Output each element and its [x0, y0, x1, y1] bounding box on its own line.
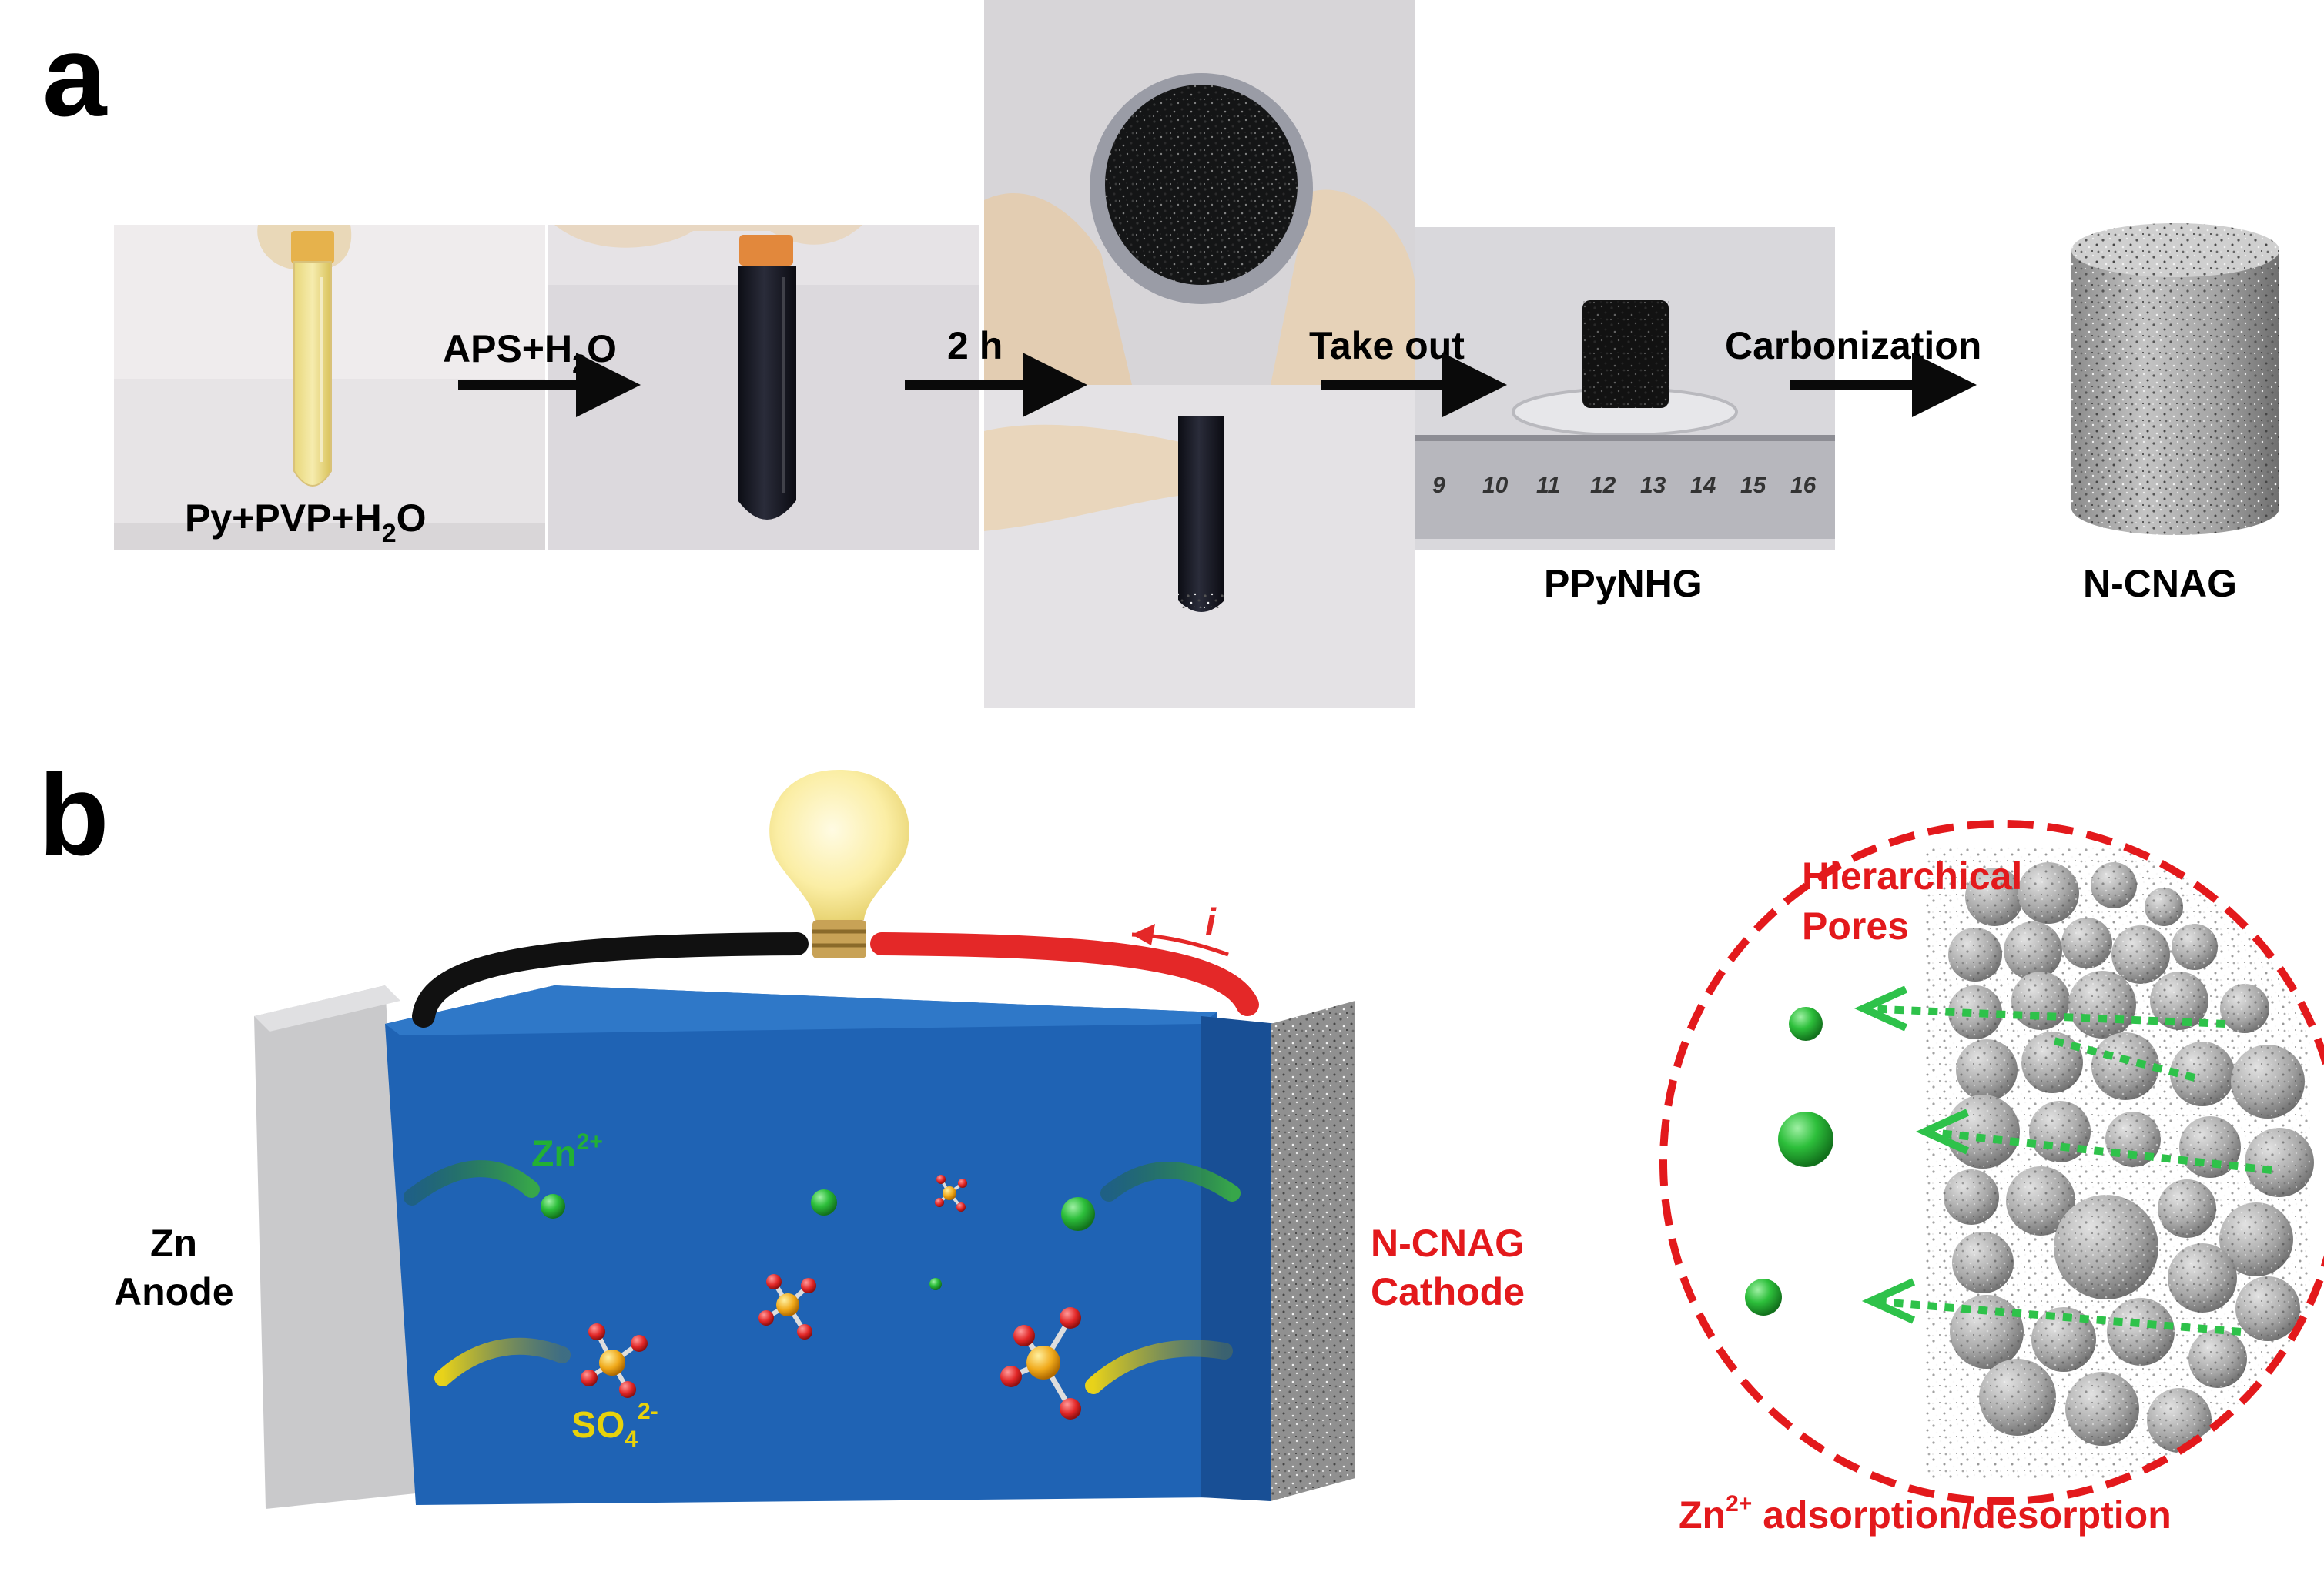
light-bulb	[769, 770, 909, 958]
photo-container-top	[984, 0, 1415, 385]
svg-text:9: 9	[1432, 473, 1445, 498]
n-cnag-cathode-plate	[1271, 1001, 1355, 1501]
sulfate-molecule	[1000, 1307, 1081, 1420]
svg-text:10: 10	[1482, 473, 1509, 498]
sulfate-molecule	[758, 1274, 816, 1340]
sulfate-molecule	[581, 1323, 648, 1398]
step1-label: Py+PVP+H	[185, 497, 382, 540]
panel-a-label: a	[42, 11, 108, 140]
so4-transfer-arrow-right	[1085, 1340, 1233, 1394]
arrow4-label: Carbonization	[1725, 324, 1981, 367]
pores-label-line2: Pores	[1802, 905, 1909, 948]
arrow3-label: Take out	[1309, 324, 1465, 367]
zn-ion	[929, 1278, 942, 1290]
anode-label-line2: Anode	[114, 1270, 234, 1313]
zn-transfer-arrow-right	[1100, 1162, 1241, 1202]
zn-ion	[541, 1194, 565, 1219]
so4-transfer-arrow-left	[434, 1337, 571, 1386]
svg-text:16: 16	[1790, 473, 1817, 498]
sulfate-molecule	[935, 1175, 967, 1212]
anode-label-line1: Zn	[150, 1222, 197, 1265]
photo-py-pvp-solution: Py+PVP+H2O	[114, 225, 545, 550]
svg-text:Zn2+ adsorption/desorption: Zn2+ adsorption/desorption	[1679, 1491, 2172, 1537]
adsorbed-zn-ion	[1745, 1279, 1782, 1316]
n-cnag-cylinder	[2071, 223, 2279, 535]
svg-text:14: 14	[1690, 473, 1716, 498]
adsorbed-zn-ion	[1789, 1007, 1823, 1041]
svg-text:12: 12	[1590, 473, 1616, 498]
photo-finger-tube	[984, 385, 1415, 708]
svg-text:15: 15	[1740, 473, 1767, 498]
electrolyte	[385, 985, 1278, 1505]
adsorption-arrows	[1863, 1005, 2272, 1336]
product1-label: PPyNHG	[1544, 562, 1703, 605]
cathode-label-line1: N-CNAG	[1371, 1222, 1525, 1265]
zn-transfer-arrow-left	[404, 1160, 540, 1206]
zn-ion-label: Zn	[531, 1134, 577, 1175]
current-label: i	[1205, 901, 1217, 944]
zn-anode-plate	[254, 985, 416, 1509]
photo-ppynhg	[1415, 227, 1835, 550]
svg-text:Zn2+: Zn2+	[531, 1129, 603, 1175]
black-wire	[412, 932, 809, 1028]
panel-b-label: b	[39, 750, 109, 879]
svg-text:13: 13	[1640, 473, 1666, 498]
svg-text:11: 11	[1536, 473, 1560, 498]
arrow1-label: APS+H	[443, 327, 572, 370]
arrow2-label: 2 h	[947, 324, 1003, 367]
cathode-label-line2: Cathode	[1371, 1270, 1525, 1313]
zoom-circle	[1659, 820, 2324, 1505]
so4-ion-label: SO	[571, 1405, 625, 1446]
adsorption-label: Zn	[1679, 1493, 1726, 1537]
svg-text:Py+PVP+H2O: Py+PVP+H2O	[185, 497, 427, 548]
adsorbed-zn-ion	[1778, 1112, 1833, 1167]
pores-label-line1: Hierarchical	[1802, 855, 2022, 898]
product2-label: N-CNAG	[2083, 562, 2237, 605]
ruler-ticks: 9 10 11 12 13 14 15 16	[1432, 473, 1817, 498]
svg-text:SO42-: SO42-	[571, 1399, 658, 1452]
red-wire	[870, 932, 1259, 1016]
zn-ion	[1061, 1197, 1095, 1231]
zn-ion	[811, 1189, 837, 1216]
